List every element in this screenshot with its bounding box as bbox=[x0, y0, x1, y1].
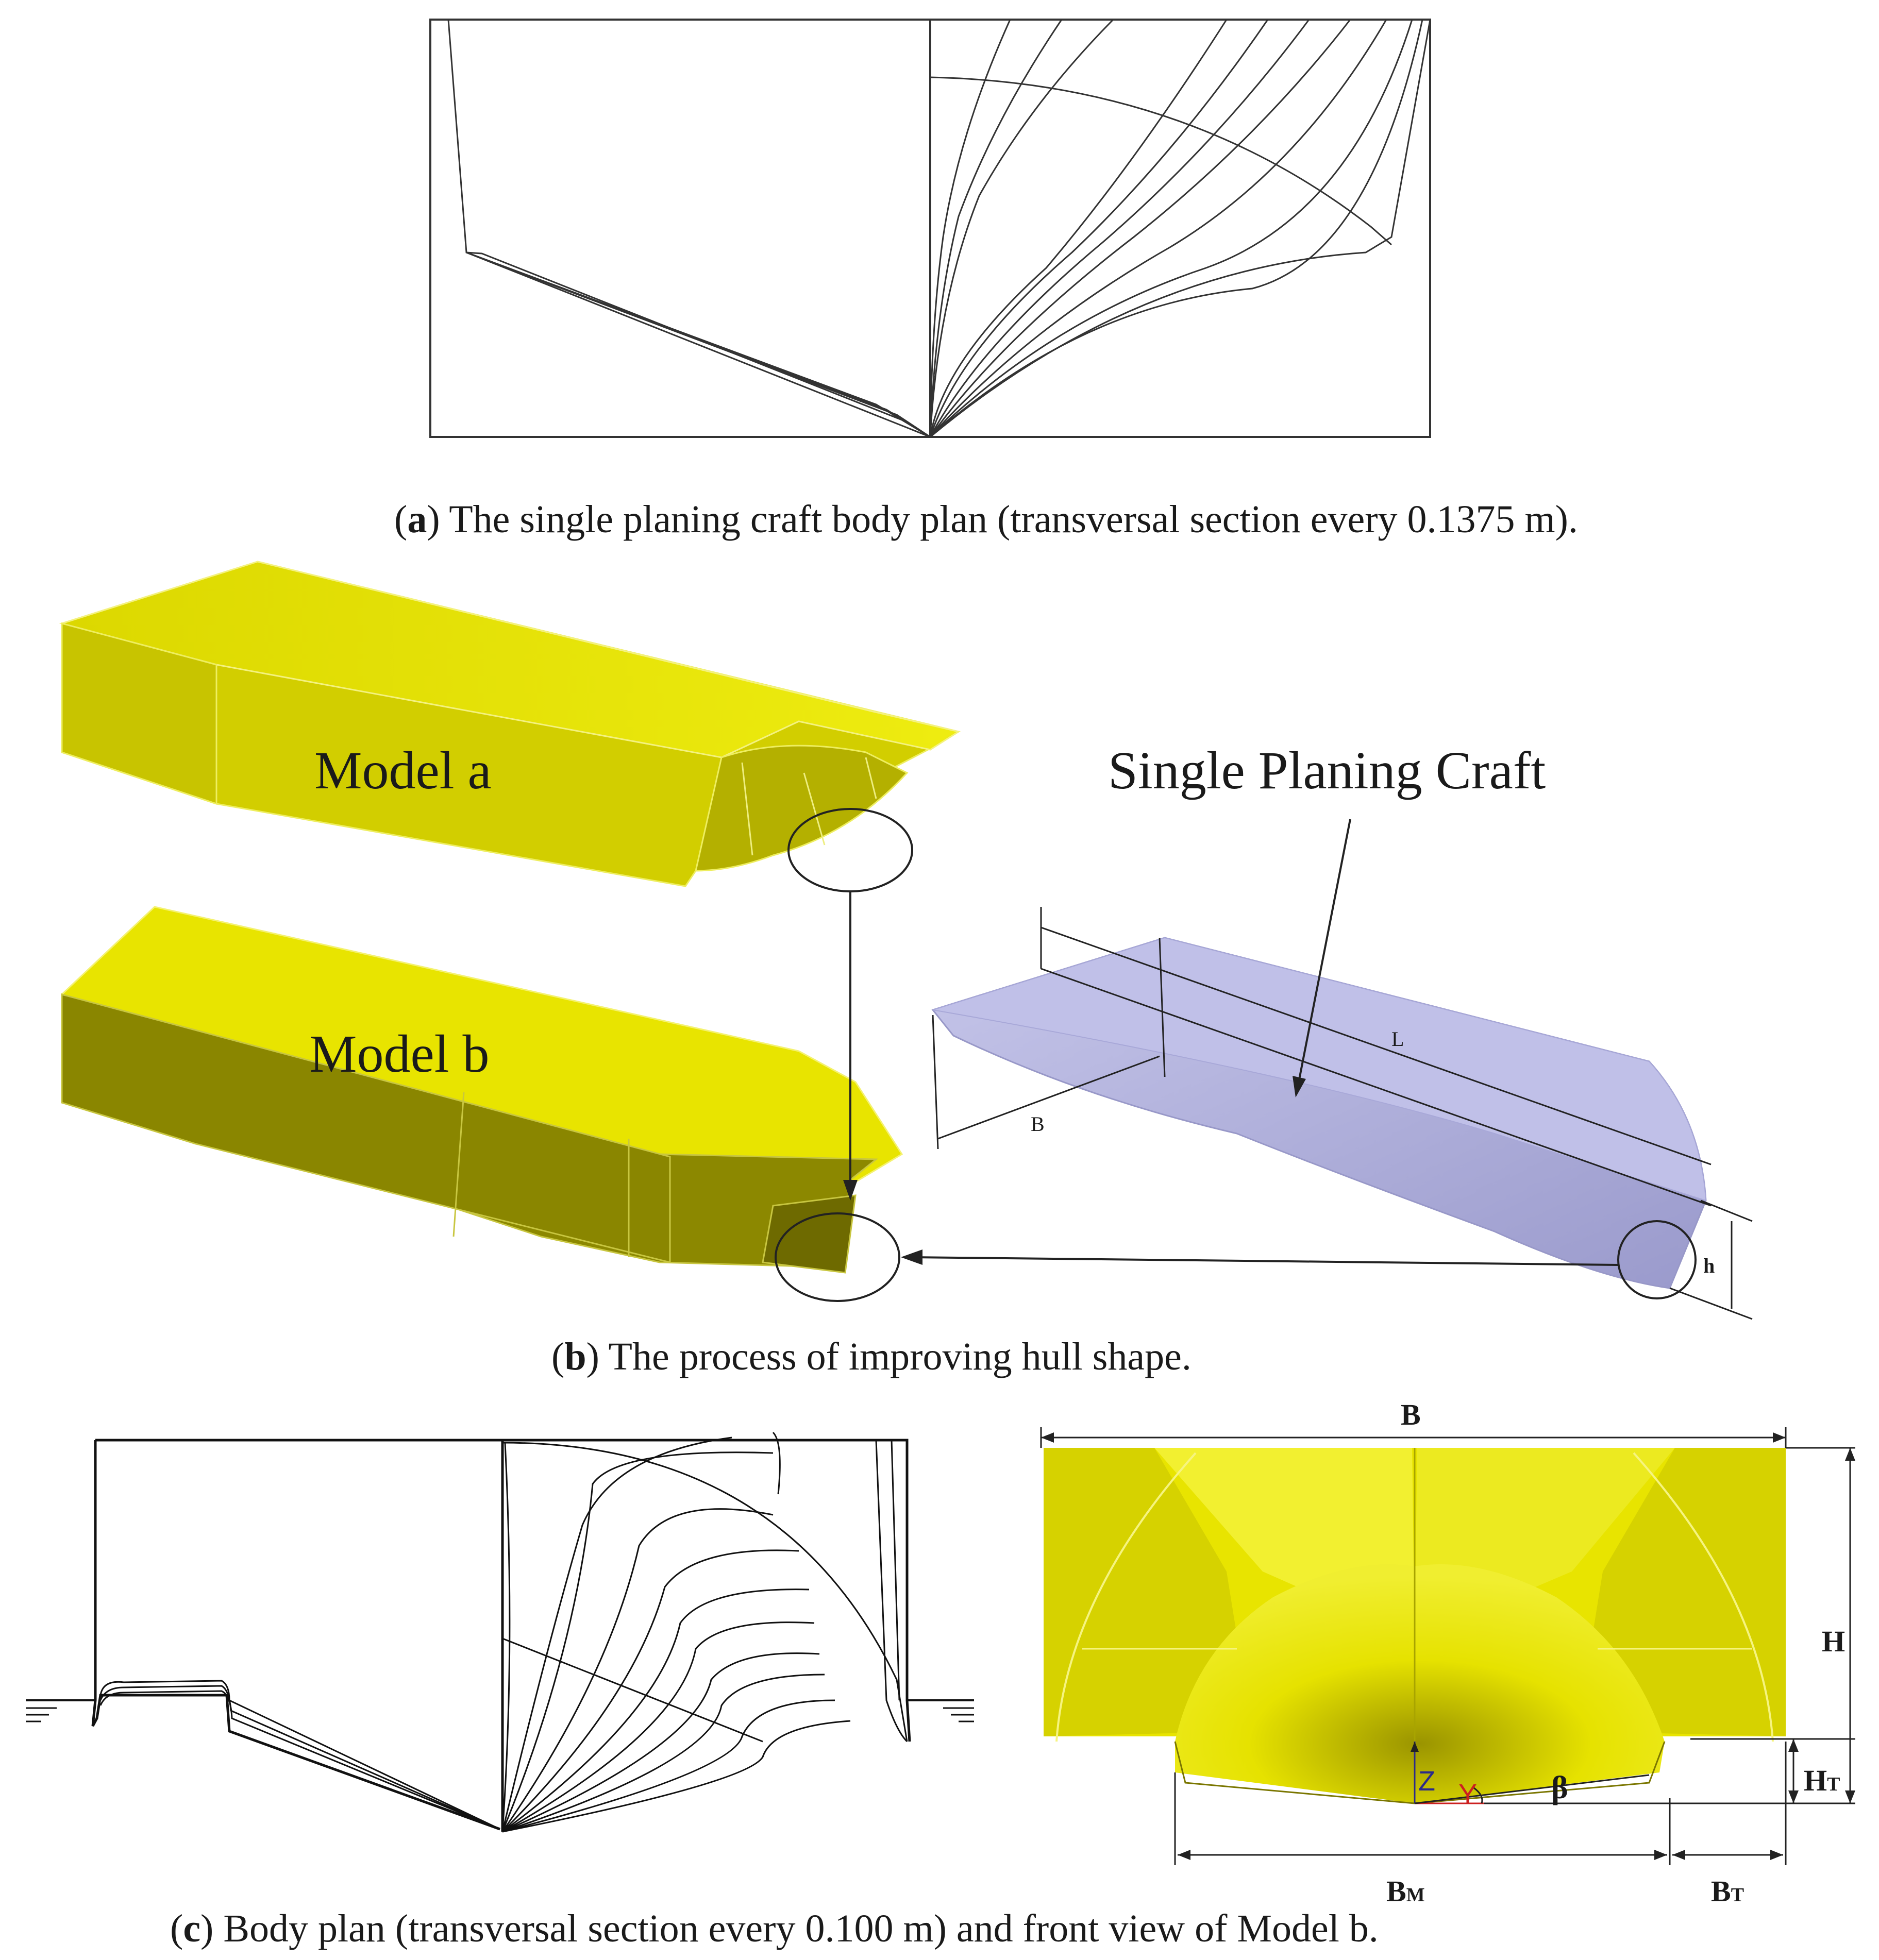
caption-c-text: Body plan (transversal section every 0.1… bbox=[213, 1907, 1379, 1950]
single-planing-craft bbox=[931, 937, 1707, 1289]
model-b-label: Model b bbox=[309, 1024, 490, 1084]
caption-a: (a) The single planing craft body plan (… bbox=[394, 498, 1578, 541]
panel-c-body-plan bbox=[26, 1431, 974, 1833]
craft-label: Single Planing Craft bbox=[1108, 741, 1546, 800]
angle-beta-label: β bbox=[1551, 1770, 1568, 1805]
caption-b-letter: b bbox=[564, 1335, 586, 1378]
dim-B-width-label: B bbox=[1401, 1398, 1421, 1431]
arrow-heads bbox=[843, 1076, 1306, 1265]
dim-HT-label: HT bbox=[1804, 1764, 1840, 1797]
front-view-dimensions bbox=[1040, 1427, 1855, 1865]
caption-c-letter: c bbox=[183, 1907, 201, 1950]
panel-c-front-view bbox=[1044, 1448, 1786, 1804]
caption-a-letter: a bbox=[407, 498, 427, 541]
panel-a-body-plan bbox=[429, 19, 1431, 438]
model-b bbox=[61, 906, 903, 1274]
aft-sections bbox=[447, 19, 931, 438]
dim-h-label: h bbox=[1703, 1254, 1715, 1277]
dim-L-label: L bbox=[1391, 1027, 1404, 1051]
front-dim-arrowheads bbox=[1041, 1432, 1855, 1860]
dim-B-label: B bbox=[1031, 1112, 1045, 1136]
caption-a-text: The single planing craft body plan (tran… bbox=[440, 498, 1578, 541]
highlight-circles bbox=[775, 808, 1697, 1302]
caption-b: (b) The process of improving hull shape. bbox=[551, 1335, 1192, 1378]
craft-dimensions bbox=[932, 907, 1753, 1320]
model-a-label: Model a bbox=[314, 741, 492, 800]
caption-b-text: The process of improving hull shape. bbox=[599, 1335, 1192, 1378]
dim-H-label: H bbox=[1822, 1625, 1845, 1658]
model-a bbox=[59, 561, 961, 887]
caption-c: (c) Body plan (transversal section every… bbox=[170, 1907, 1379, 1950]
fwd-sections bbox=[929, 19, 1431, 438]
axis-y-label: Y bbox=[1458, 1779, 1477, 1810]
dim-BM-label: BM bbox=[1386, 1874, 1425, 1908]
dim-BT-label: BT bbox=[1711, 1874, 1744, 1908]
axis-z-label: Z bbox=[1418, 1766, 1435, 1797]
